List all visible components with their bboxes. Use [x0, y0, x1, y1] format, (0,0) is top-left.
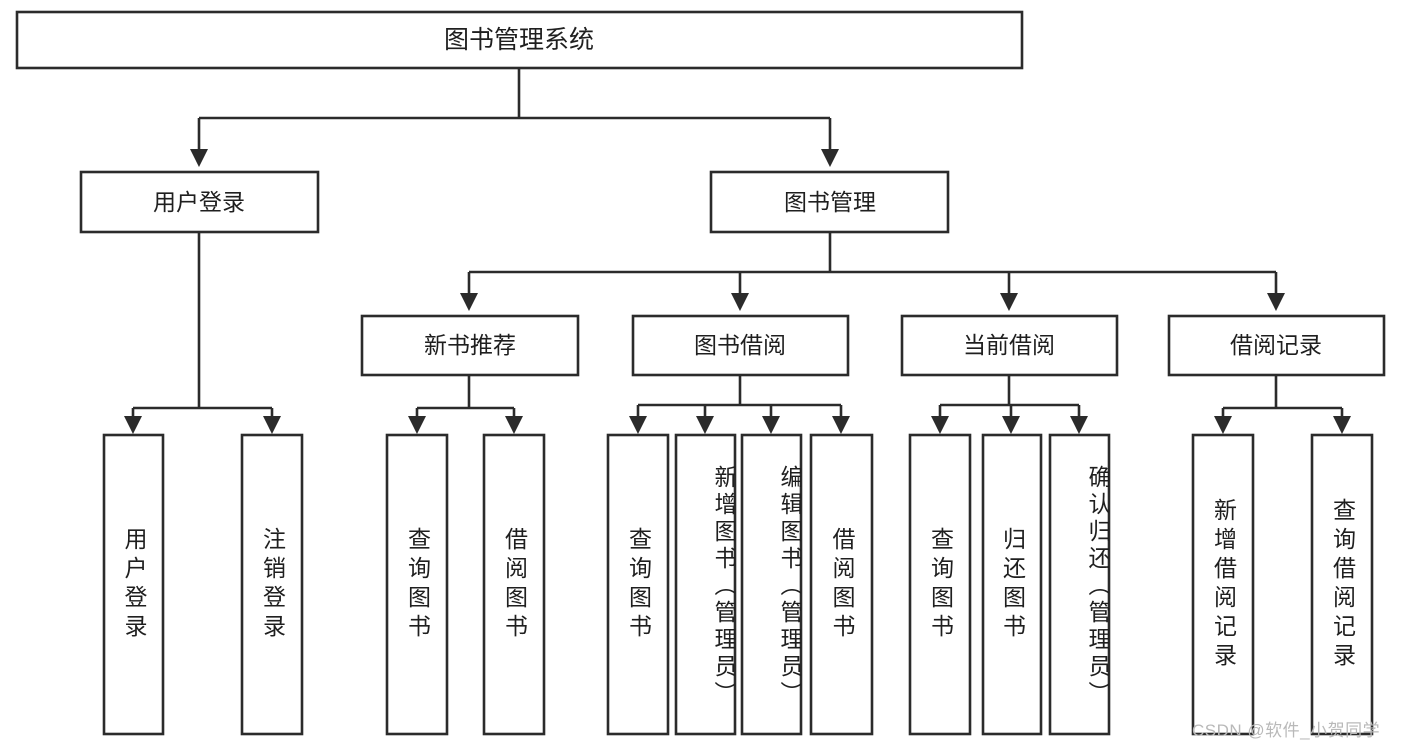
- node-newbook-label: 新书推荐: [424, 332, 516, 358]
- edge-layer: [123, 68, 1352, 435]
- node-leaf-borrow-book-1[interactable]: 借阅图书: [482, 433, 546, 736]
- node-leaf-borrow-book-1-label: 借阅图书: [501, 526, 528, 643]
- node-leaf-borrow-book-2[interactable]: 借阅图书: [809, 433, 874, 736]
- node-borrow[interactable]: 图书借阅: [631, 314, 850, 377]
- node-leaf-query-record-label: 查询借阅记录: [1329, 497, 1356, 672]
- node-leaf-user-login-label: 用户登录: [121, 526, 147, 643]
- node-leaf-edit-book[interactable]: 编辑图书（管理员）: [740, 433, 803, 736]
- node-leaf-query-book-1[interactable]: 查询图书: [385, 433, 449, 736]
- node-leaf-query-book-2[interactable]: 查询图书: [606, 433, 670, 736]
- node-login-label: 用户登录: [153, 189, 245, 215]
- node-current[interactable]: 当前借阅: [900, 314, 1119, 377]
- node-leaf-return-book-label: 归还图书: [999, 526, 1026, 643]
- node-root[interactable]: 图书管理系统: [15, 10, 1024, 70]
- node-bookmgmt-label: 图书管理: [784, 189, 876, 215]
- node-leaf-confirm-return-label: 确认归还（管理员）: [1085, 465, 1109, 708]
- node-bookmgmt[interactable]: 图书管理: [709, 170, 950, 234]
- node-login[interactable]: 用户登录: [79, 170, 320, 234]
- node-leaf-logout[interactable]: 注销登录: [240, 433, 304, 736]
- node-leaf-query-record[interactable]: 查询借阅记录: [1310, 433, 1374, 736]
- node-leaf-query-book-3-label: 查询图书: [927, 526, 954, 643]
- node-layer: 图书管理系统 用户登录 图书管理 新书推荐 图书借阅 当前: [15, 10, 1386, 736]
- node-current-label: 当前借阅: [963, 332, 1055, 358]
- node-leaf-query-book-2-label: 查询图书: [625, 526, 652, 643]
- node-leaf-query-book-1-label: 查询图书: [404, 526, 431, 643]
- node-leaf-borrow-book-2-label: 借阅图书: [829, 526, 855, 643]
- node-leaf-edit-book-label: 编辑图书（管理员）: [777, 465, 801, 708]
- node-leaf-add-record[interactable]: 新增借阅记录: [1191, 433, 1255, 736]
- node-newbook[interactable]: 新书推荐: [360, 314, 580, 377]
- node-leaf-confirm-return[interactable]: 确认归还（管理员）: [1048, 433, 1111, 736]
- node-leaf-add-record-label: 新增借阅记录: [1210, 497, 1237, 672]
- node-records-label: 借阅记录: [1230, 332, 1322, 358]
- node-leaf-add-book-label: 新增图书（管理员）: [711, 465, 735, 708]
- node-leaf-user-login[interactable]: 用户登录: [102, 433, 165, 736]
- node-leaf-logout-label: 注销登录: [259, 526, 286, 643]
- node-root-label: 图书管理系统: [444, 26, 594, 54]
- node-leaf-return-book[interactable]: 归还图书: [981, 433, 1043, 736]
- node-borrow-label: 图书借阅: [694, 332, 786, 358]
- node-records[interactable]: 借阅记录: [1167, 314, 1386, 377]
- node-leaf-add-book[interactable]: 新增图书（管理员）: [674, 433, 737, 736]
- node-leaf-query-book-3[interactable]: 查询图书: [908, 433, 972, 736]
